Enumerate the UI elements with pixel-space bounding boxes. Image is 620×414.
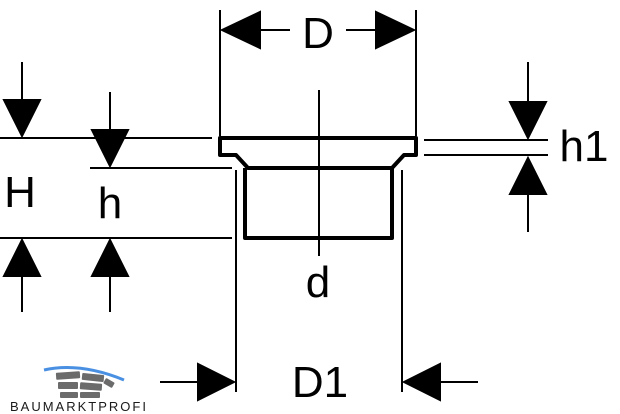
label-h: h xyxy=(98,179,122,228)
dim-h1-arrows xyxy=(508,62,548,232)
arrows xyxy=(2,10,548,402)
dim-H-arrows xyxy=(2,62,42,312)
extension-lines xyxy=(0,10,548,392)
baumarktprofi-logo: BAUMARKTPROFI xyxy=(10,366,148,414)
dim-h-arrows xyxy=(90,92,130,312)
label-D1: D1 xyxy=(292,358,348,407)
label-H: H xyxy=(4,168,36,217)
label-h1: h1 xyxy=(560,122,609,171)
logo-text: BAUMARKTPROFI xyxy=(10,399,148,414)
dim-D-arrows xyxy=(219,10,417,50)
dim-D1-arrows xyxy=(160,362,478,402)
logo-bricks xyxy=(55,371,115,398)
logo-roof xyxy=(43,366,125,382)
label-D: D xyxy=(302,9,334,58)
label-d: d xyxy=(306,258,330,307)
